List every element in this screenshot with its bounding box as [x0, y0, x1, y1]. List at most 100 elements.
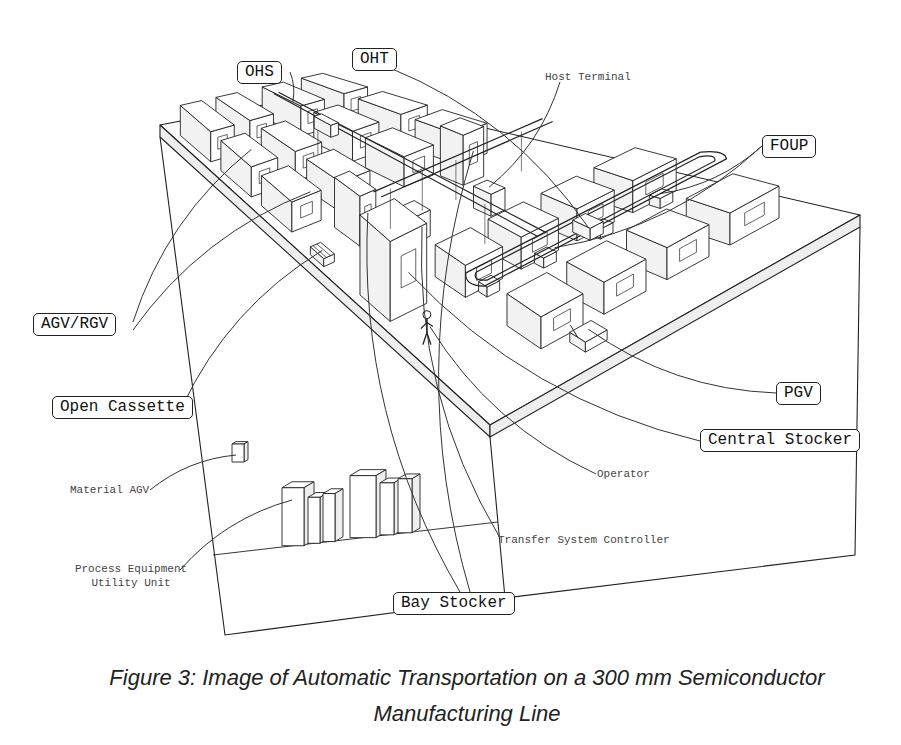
rail-support — [422, 171, 423, 211]
rail-support — [521, 131, 522, 171]
utility-unit — [398, 474, 420, 533]
callout-box: OHT — [352, 48, 397, 71]
callout-box: Central Stocker — [700, 429, 860, 452]
equipment — [180, 73, 779, 352]
leader-line — [133, 149, 251, 322]
callout-text: AGV/RGV — [41, 315, 108, 334]
box-top — [365, 128, 433, 157]
part-label: Operator — [597, 467, 650, 481]
part-label: Process Equipment Utility Unit — [72, 562, 190, 590]
box-top — [440, 118, 483, 135]
callout-text: OHT — [360, 50, 389, 69]
leader-line — [150, 455, 236, 490]
floor-slab — [490, 215, 860, 437]
ohs-vehicle — [314, 114, 338, 137]
rail-support — [484, 204, 485, 244]
material-agv — [232, 442, 248, 462]
box-face — [244, 442, 248, 462]
floor-slab — [160, 125, 490, 437]
rail-support — [390, 189, 391, 229]
pgv-cart — [570, 320, 607, 352]
oht-loop — [475, 156, 715, 280]
callout-text: FOUP — [770, 137, 808, 156]
box-face — [440, 126, 463, 185]
leader-line — [182, 250, 322, 407]
part-label: Transfer System Controller — [498, 533, 670, 547]
equipment-panel — [680, 239, 697, 261]
box-top — [507, 273, 583, 317]
rail — [374, 119, 543, 192]
callout-text: Central Stocker — [708, 431, 852, 450]
subfab — [232, 442, 420, 546]
callout-text: PGV — [784, 384, 813, 403]
box-face — [232, 444, 244, 462]
utility-unit — [323, 489, 343, 542]
box-top — [570, 320, 607, 342]
leader-line — [390, 68, 588, 227]
open-cassette — [310, 242, 334, 266]
leader-line — [430, 327, 596, 474]
central-stocker — [360, 199, 427, 322]
equipment-panel — [301, 201, 313, 218]
equipment-panel — [745, 202, 765, 226]
equipment-panel — [554, 309, 571, 331]
box-face — [282, 488, 304, 546]
factory-floor — [160, 92, 860, 635]
box-top — [335, 171, 376, 196]
rail-support — [455, 160, 456, 200]
rail — [279, 92, 546, 232]
callout-text: OHS — [245, 63, 274, 82]
box-top — [567, 241, 646, 282]
callout-box: Bay Stocker — [393, 592, 515, 615]
cart-handle — [570, 325, 577, 337]
callout-box: PGV — [776, 382, 821, 405]
leader-line — [661, 146, 762, 194]
bay-stocker — [440, 118, 483, 185]
equipment-panel — [401, 249, 416, 288]
leader-line — [290, 72, 294, 102]
box-top — [358, 91, 427, 114]
leader-line — [133, 192, 311, 330]
rail — [381, 121, 553, 197]
clean-room-floor — [160, 92, 860, 425]
part-label: Host Terminal — [545, 70, 631, 84]
oht-loop — [466, 152, 727, 286]
box-top — [479, 275, 500, 287]
leader-lines — [133, 68, 776, 592]
callout-box: Open Cassette — [52, 396, 193, 419]
callout-box: AGV/RGV — [33, 313, 116, 336]
box-top — [216, 93, 274, 121]
process-equipment — [261, 166, 321, 232]
box-top — [301, 73, 367, 93]
box-top — [180, 101, 234, 132]
building-wall — [160, 137, 860, 635]
leader-line — [588, 329, 776, 393]
box-top — [534, 247, 556, 258]
overhead-rails — [274, 92, 727, 286]
callout-text: Bay Stocker — [401, 594, 507, 613]
box-face — [323, 494, 335, 542]
callout-box: OHS — [237, 61, 282, 84]
box-top — [360, 199, 427, 242]
building-wall — [490, 437, 505, 598]
process-equipment — [435, 228, 502, 298]
leader-line — [180, 500, 292, 570]
box-face — [350, 476, 376, 538]
box-face — [308, 497, 320, 543]
box-top — [314, 114, 338, 125]
box-face — [335, 489, 343, 542]
part-label: Material AGV — [70, 483, 149, 497]
box-top — [261, 166, 321, 202]
leader-line — [489, 82, 560, 187]
equipment-panel — [617, 274, 634, 296]
figure-caption: Figure 3: Image of Automatic Transportat… — [50, 660, 884, 732]
leader-line — [555, 146, 762, 248]
cassette-slot — [317, 244, 331, 256]
box-top — [221, 133, 278, 167]
rail — [274, 93, 538, 236]
leader-line — [439, 151, 474, 592]
leader-line — [421, 227, 500, 538]
callout-box: FOUP — [762, 135, 816, 158]
